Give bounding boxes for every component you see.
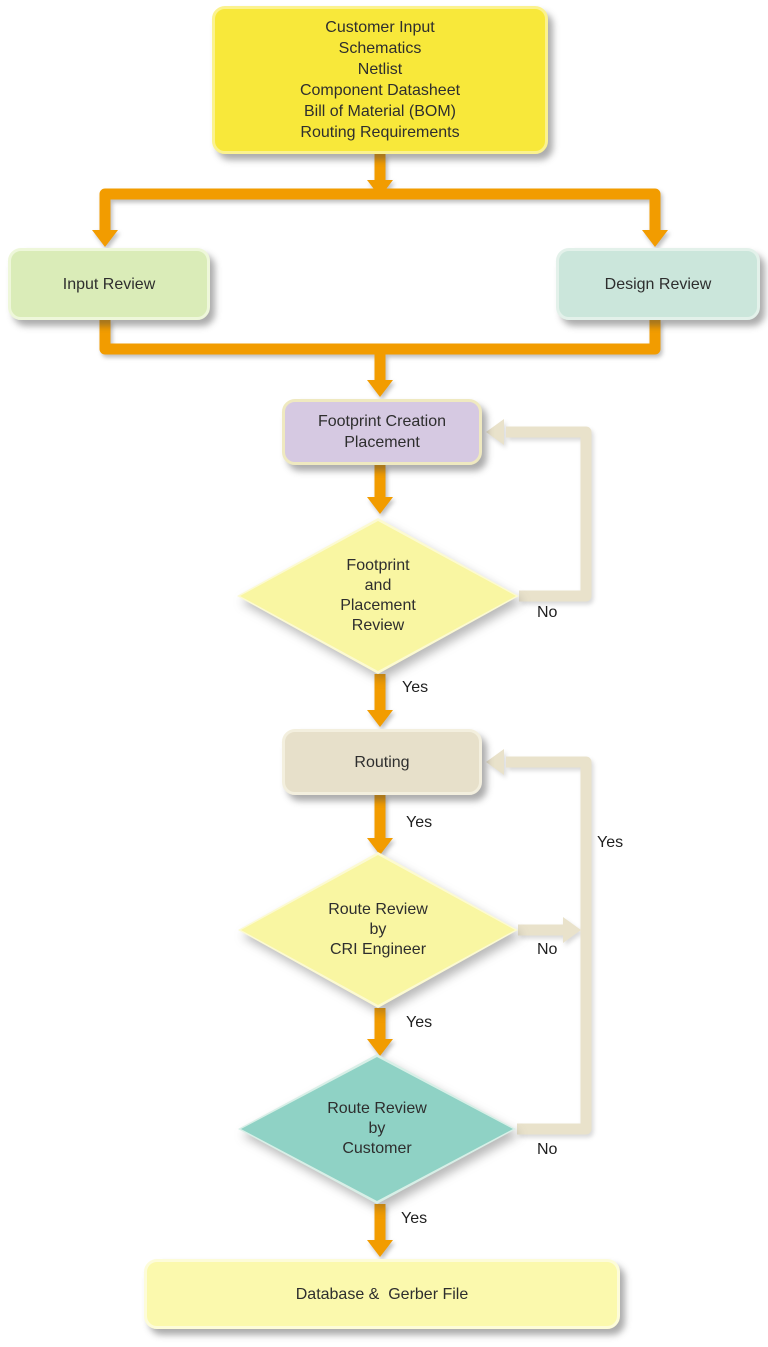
diamond-to-routing-arrowhead-icon — [367, 710, 393, 727]
edge-label-footprint-no: No — [537, 604, 558, 621]
merge-bar-path — [99, 320, 661, 355]
design-review-label: Design Review — [604, 275, 712, 293]
edge-label-customer-no: No — [537, 1141, 558, 1158]
edge-label-customer-yes: Yes — [401, 1210, 428, 1227]
edge-label-cri-no: No — [537, 941, 558, 958]
database-gerber-label: Database & Gerber File — [295, 1285, 469, 1303]
merge-arrowhead-icon — [367, 380, 393, 397]
footprint-to-diamond-arrowhead-icon — [367, 497, 393, 514]
split-left-arrowhead-icon — [92, 230, 118, 247]
customer-to-database-arrowhead-icon — [367, 1240, 393, 1257]
routing-box: Routing — [282, 729, 482, 795]
edge-label-feedback-yes: Yes — [597, 834, 624, 851]
route-review-customer-label: Route Review by Customer — [327, 1100, 427, 1157]
edge-label-routing-yes: Yes — [406, 814, 433, 831]
routing-label: Routing — [354, 753, 410, 771]
feedback-arrows — [486, 419, 592, 1135]
routing-to-cri-arrowhead-icon — [367, 838, 393, 855]
edge-label-footprint-yes: Yes — [402, 679, 429, 696]
feedback-cri-arrowhead-icon — [563, 917, 581, 943]
edge-label-cri-yes: Yes — [406, 1014, 433, 1031]
footprint-creation-label: Footprint Creation Placement — [317, 413, 447, 451]
split-right-arrowhead-icon — [642, 230, 668, 247]
database-gerber-box: Database & Gerber File — [144, 1259, 620, 1329]
route-review-cri-label: Route Review by CRI Engineer — [328, 901, 428, 958]
customer-input-label: Customer Input Schematics Netlist Compon… — [299, 19, 461, 141]
customer-input-box: Customer Input Schematics Netlist Compon… — [212, 6, 548, 154]
route-review-cri-diamond: Route Review by CRI Engineer — [238, 852, 518, 1008]
feedback-customer-no-path — [506, 756, 592, 1135]
footprint-review-diamond: Footprint and Placement Review — [237, 518, 519, 674]
feedback-customer-arrowhead-icon — [486, 749, 504, 775]
feedback-footprint-no-path — [506, 426, 592, 602]
input-review-label: Input Review — [62, 275, 156, 293]
main-flow-arrows — [92, 154, 668, 1257]
footprint-creation-box: Footprint Creation Placement — [282, 399, 482, 465]
feedback-footprint-arrowhead-icon — [486, 419, 504, 445]
route-review-customer-diamond: Route Review by Customer — [238, 1054, 516, 1204]
input-review-box: Input Review — [8, 248, 210, 320]
footprint-review-label: Footprint and Placement Review — [340, 557, 416, 634]
cri-to-customer-arrowhead-icon — [367, 1039, 393, 1056]
design-review-box: Design Review — [556, 248, 760, 320]
split-bar-path — [99, 188, 661, 232]
